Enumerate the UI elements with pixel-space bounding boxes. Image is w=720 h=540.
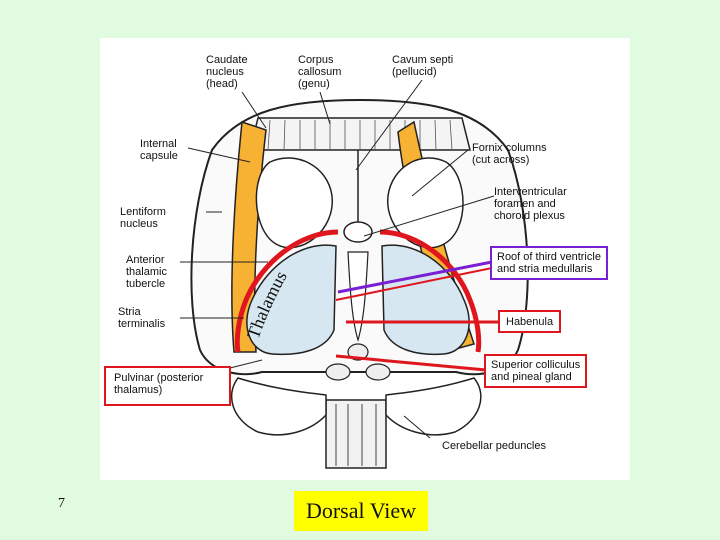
right-caudate-head <box>387 157 464 249</box>
caudate-nucleus-label: Caudate nucleus (head) <box>206 54 248 90</box>
fornix-columns <box>343 221 373 243</box>
fornix-columns-label: Fornix columns (cut across) <box>472 142 547 166</box>
corpus-callosum-label: Corpus callosum (genu) <box>298 54 342 90</box>
interventricular-foramen-label: Interventricular foramen and choroid ple… <box>494 186 567 222</box>
left-superior-colliculus <box>325 363 351 381</box>
right-thalamus <box>381 244 470 356</box>
left-cerebellar-peduncle <box>230 377 327 436</box>
roof-pointer-red <box>335 267 493 301</box>
roof-third-ventricle-label: Roof of third ventricle and stria medull… <box>490 246 608 280</box>
habenula-label: Habenula <box>498 310 562 333</box>
stria-terminalis-label: Stria terminalis <box>118 306 166 330</box>
left-thalamus <box>246 244 337 356</box>
superior-colliculus-label: Superior colliculus and pineal gland <box>484 354 588 388</box>
brainstem-lines <box>335 404 377 466</box>
corpus-callosum-striations <box>267 119 453 151</box>
superior-pointer-line <box>335 354 487 372</box>
roof-pointer-line <box>337 260 493 294</box>
lentiform-nucleus-label: Lentiform nucleus <box>120 206 166 230</box>
view-title: Dorsal View <box>294 491 428 531</box>
left-stria-medullaris <box>234 229 339 353</box>
brainstem <box>325 399 387 469</box>
leader-lines <box>180 79 495 439</box>
left-caudate-head <box>255 157 333 249</box>
right-stria-medullaris <box>379 229 482 353</box>
right-superior-colliculus <box>365 363 391 381</box>
cavum-septi-label: Cavum septi (pellucid) <box>392 54 454 78</box>
pineal-gland <box>347 343 369 361</box>
anterior-thalamic-tubercle-label: Anterior thalamic tubercle <box>126 254 167 290</box>
internal-capsule-label: Internal capsule <box>140 138 178 162</box>
pulvinar-label: Pulvinar (posterior thalamus) <box>104 366 232 406</box>
cerebellar-peduncles-label: Cerebellar peduncles <box>442 440 546 452</box>
page-number: 7 <box>58 496 65 511</box>
